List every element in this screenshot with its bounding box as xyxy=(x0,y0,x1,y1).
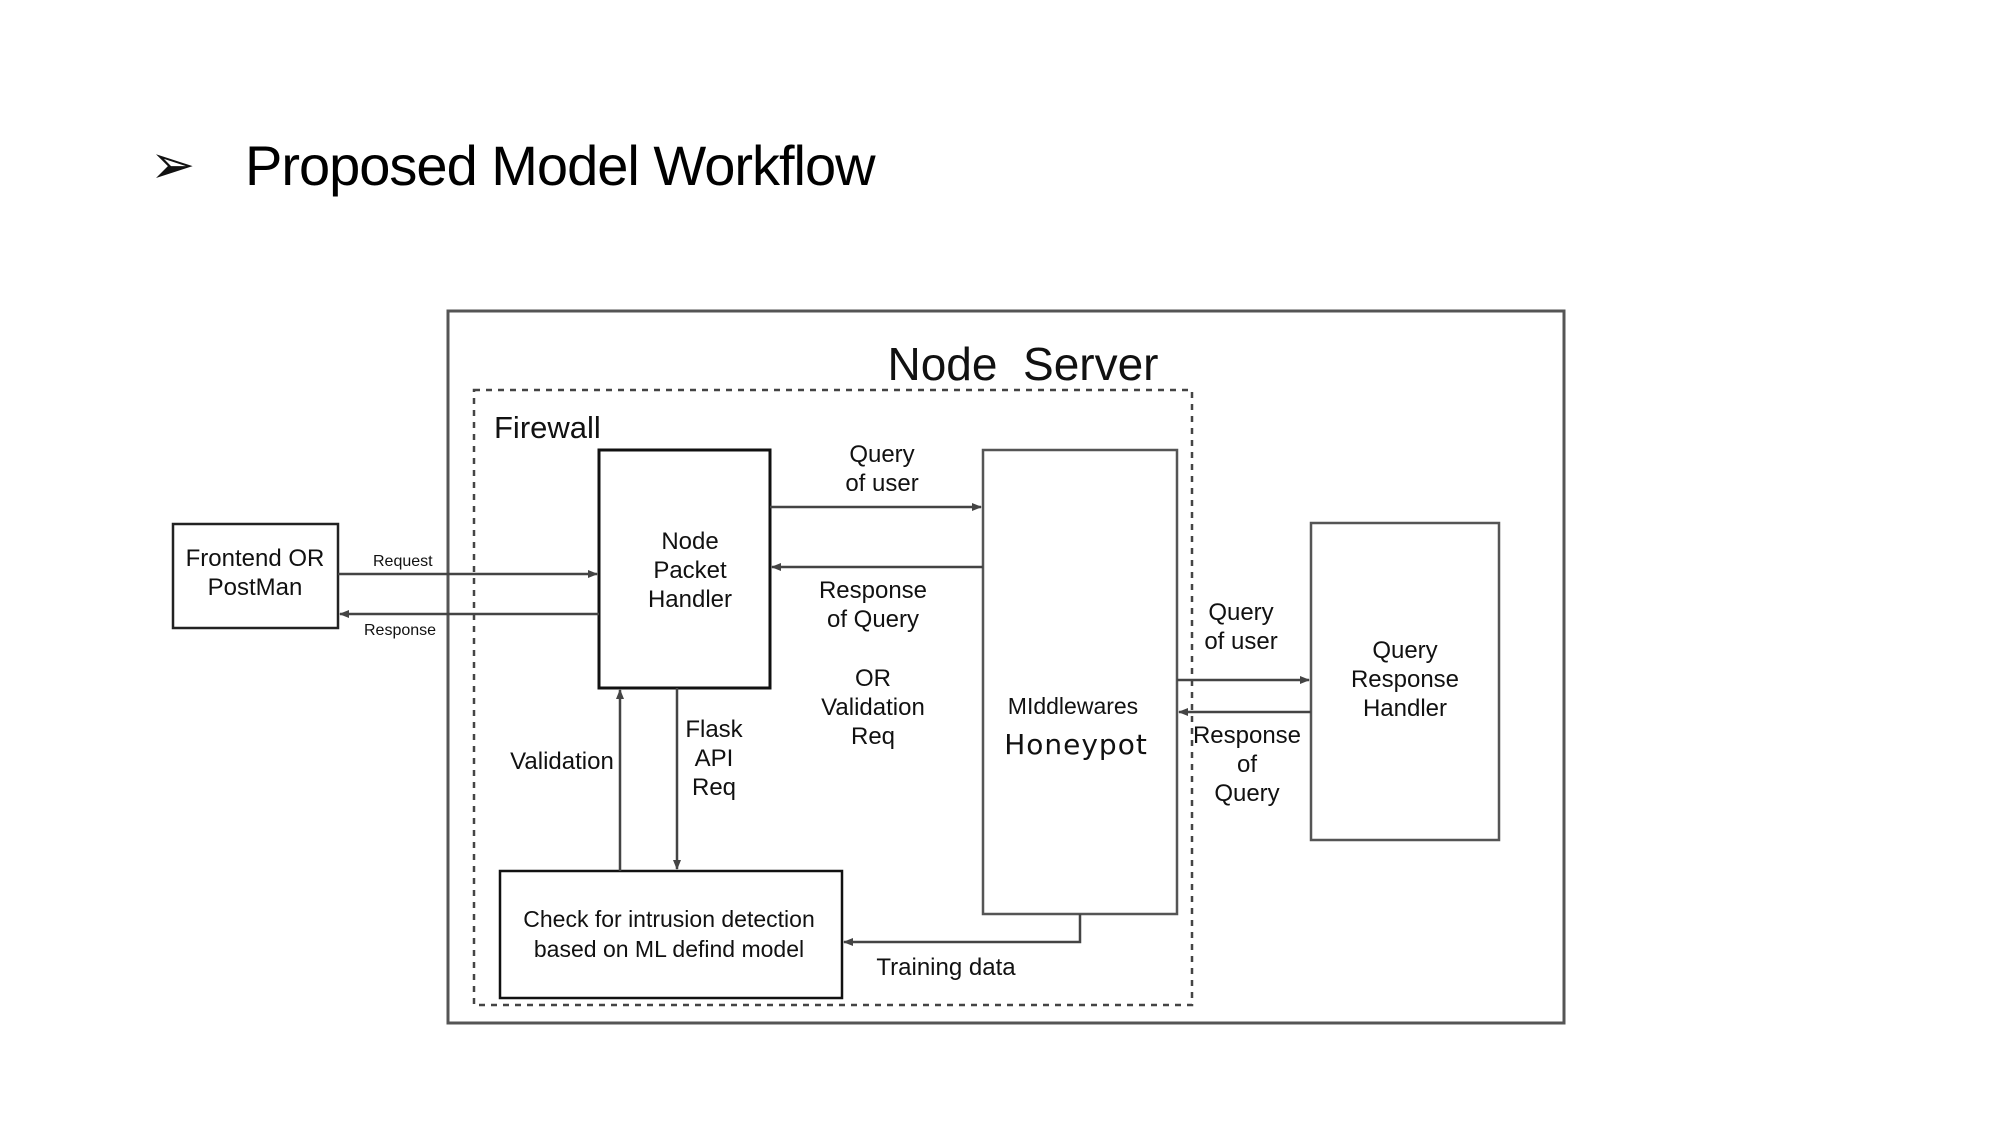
arrow-bullet-icon: ➢ xyxy=(150,133,196,196)
intrusion-check-box xyxy=(498,869,844,1000)
slide-title: ➢ Proposed Model Workflow xyxy=(150,125,876,205)
intrusion-check-line-2: based on ML defind model xyxy=(534,936,804,962)
or-label: OR xyxy=(855,665,891,692)
title-text: Proposed Model Workflow xyxy=(245,133,876,197)
flask-api-line-2: API xyxy=(695,745,734,772)
response-of-query-right-line-2: of xyxy=(1237,751,1257,778)
response-of-query-right-line-1: Response xyxy=(1193,722,1301,749)
query-of-user-top-line-2: of user xyxy=(845,470,918,497)
middlewares-box xyxy=(981,448,1179,916)
frontend-line-1: Frontend OR xyxy=(186,545,325,572)
middlewares-label: MIddlewares xyxy=(1008,693,1138,719)
packet-handler-line-3: Handler xyxy=(648,586,732,613)
packet-handler-box xyxy=(597,448,772,690)
firewall-label: Firewall xyxy=(494,410,601,445)
training-data-label: Training data xyxy=(876,954,1016,981)
firewall-box xyxy=(472,388,1194,1007)
flask-api-line-3: Req xyxy=(692,774,736,801)
packet-handler-line-1: Node xyxy=(661,528,718,555)
query-response-handler-box xyxy=(1309,521,1501,842)
honeypot-label: Honeypot xyxy=(1004,728,1148,761)
response-of-query-mid-line-1: Response xyxy=(819,577,927,604)
node-server-box xyxy=(446,309,1566,1025)
validation-label-mid: Validation xyxy=(821,694,925,721)
training-data-arrow xyxy=(843,914,1082,946)
frontend-line-2: PostMan xyxy=(208,574,303,601)
query-of-user-right-line-1: Query xyxy=(1208,599,1273,626)
response-label: Response xyxy=(364,622,436,639)
frontend-box xyxy=(171,522,340,630)
flask-api-line-1: Flask xyxy=(685,716,743,743)
validation-label: Validation xyxy=(510,748,614,775)
intrusion-check-line-1: Check for intrusion detection xyxy=(523,906,815,932)
request-label: Request xyxy=(373,553,433,570)
req-label-mid: Req xyxy=(851,723,895,750)
response-of-query-right-line-3: Query xyxy=(1214,780,1279,807)
query-handler-line-2: Response xyxy=(1351,666,1459,693)
query-of-user-right-line-2: of user xyxy=(1204,628,1277,655)
query-handler-line-1: Query xyxy=(1372,637,1437,664)
query-of-user-top-line-1: Query xyxy=(849,441,914,468)
query-handler-line-3: Handler xyxy=(1363,695,1447,722)
response-of-query-mid-line-2: of Query xyxy=(827,606,919,633)
node-server-label: Node Server xyxy=(887,338,1158,390)
packet-handler-line-2: Packet xyxy=(653,557,727,584)
